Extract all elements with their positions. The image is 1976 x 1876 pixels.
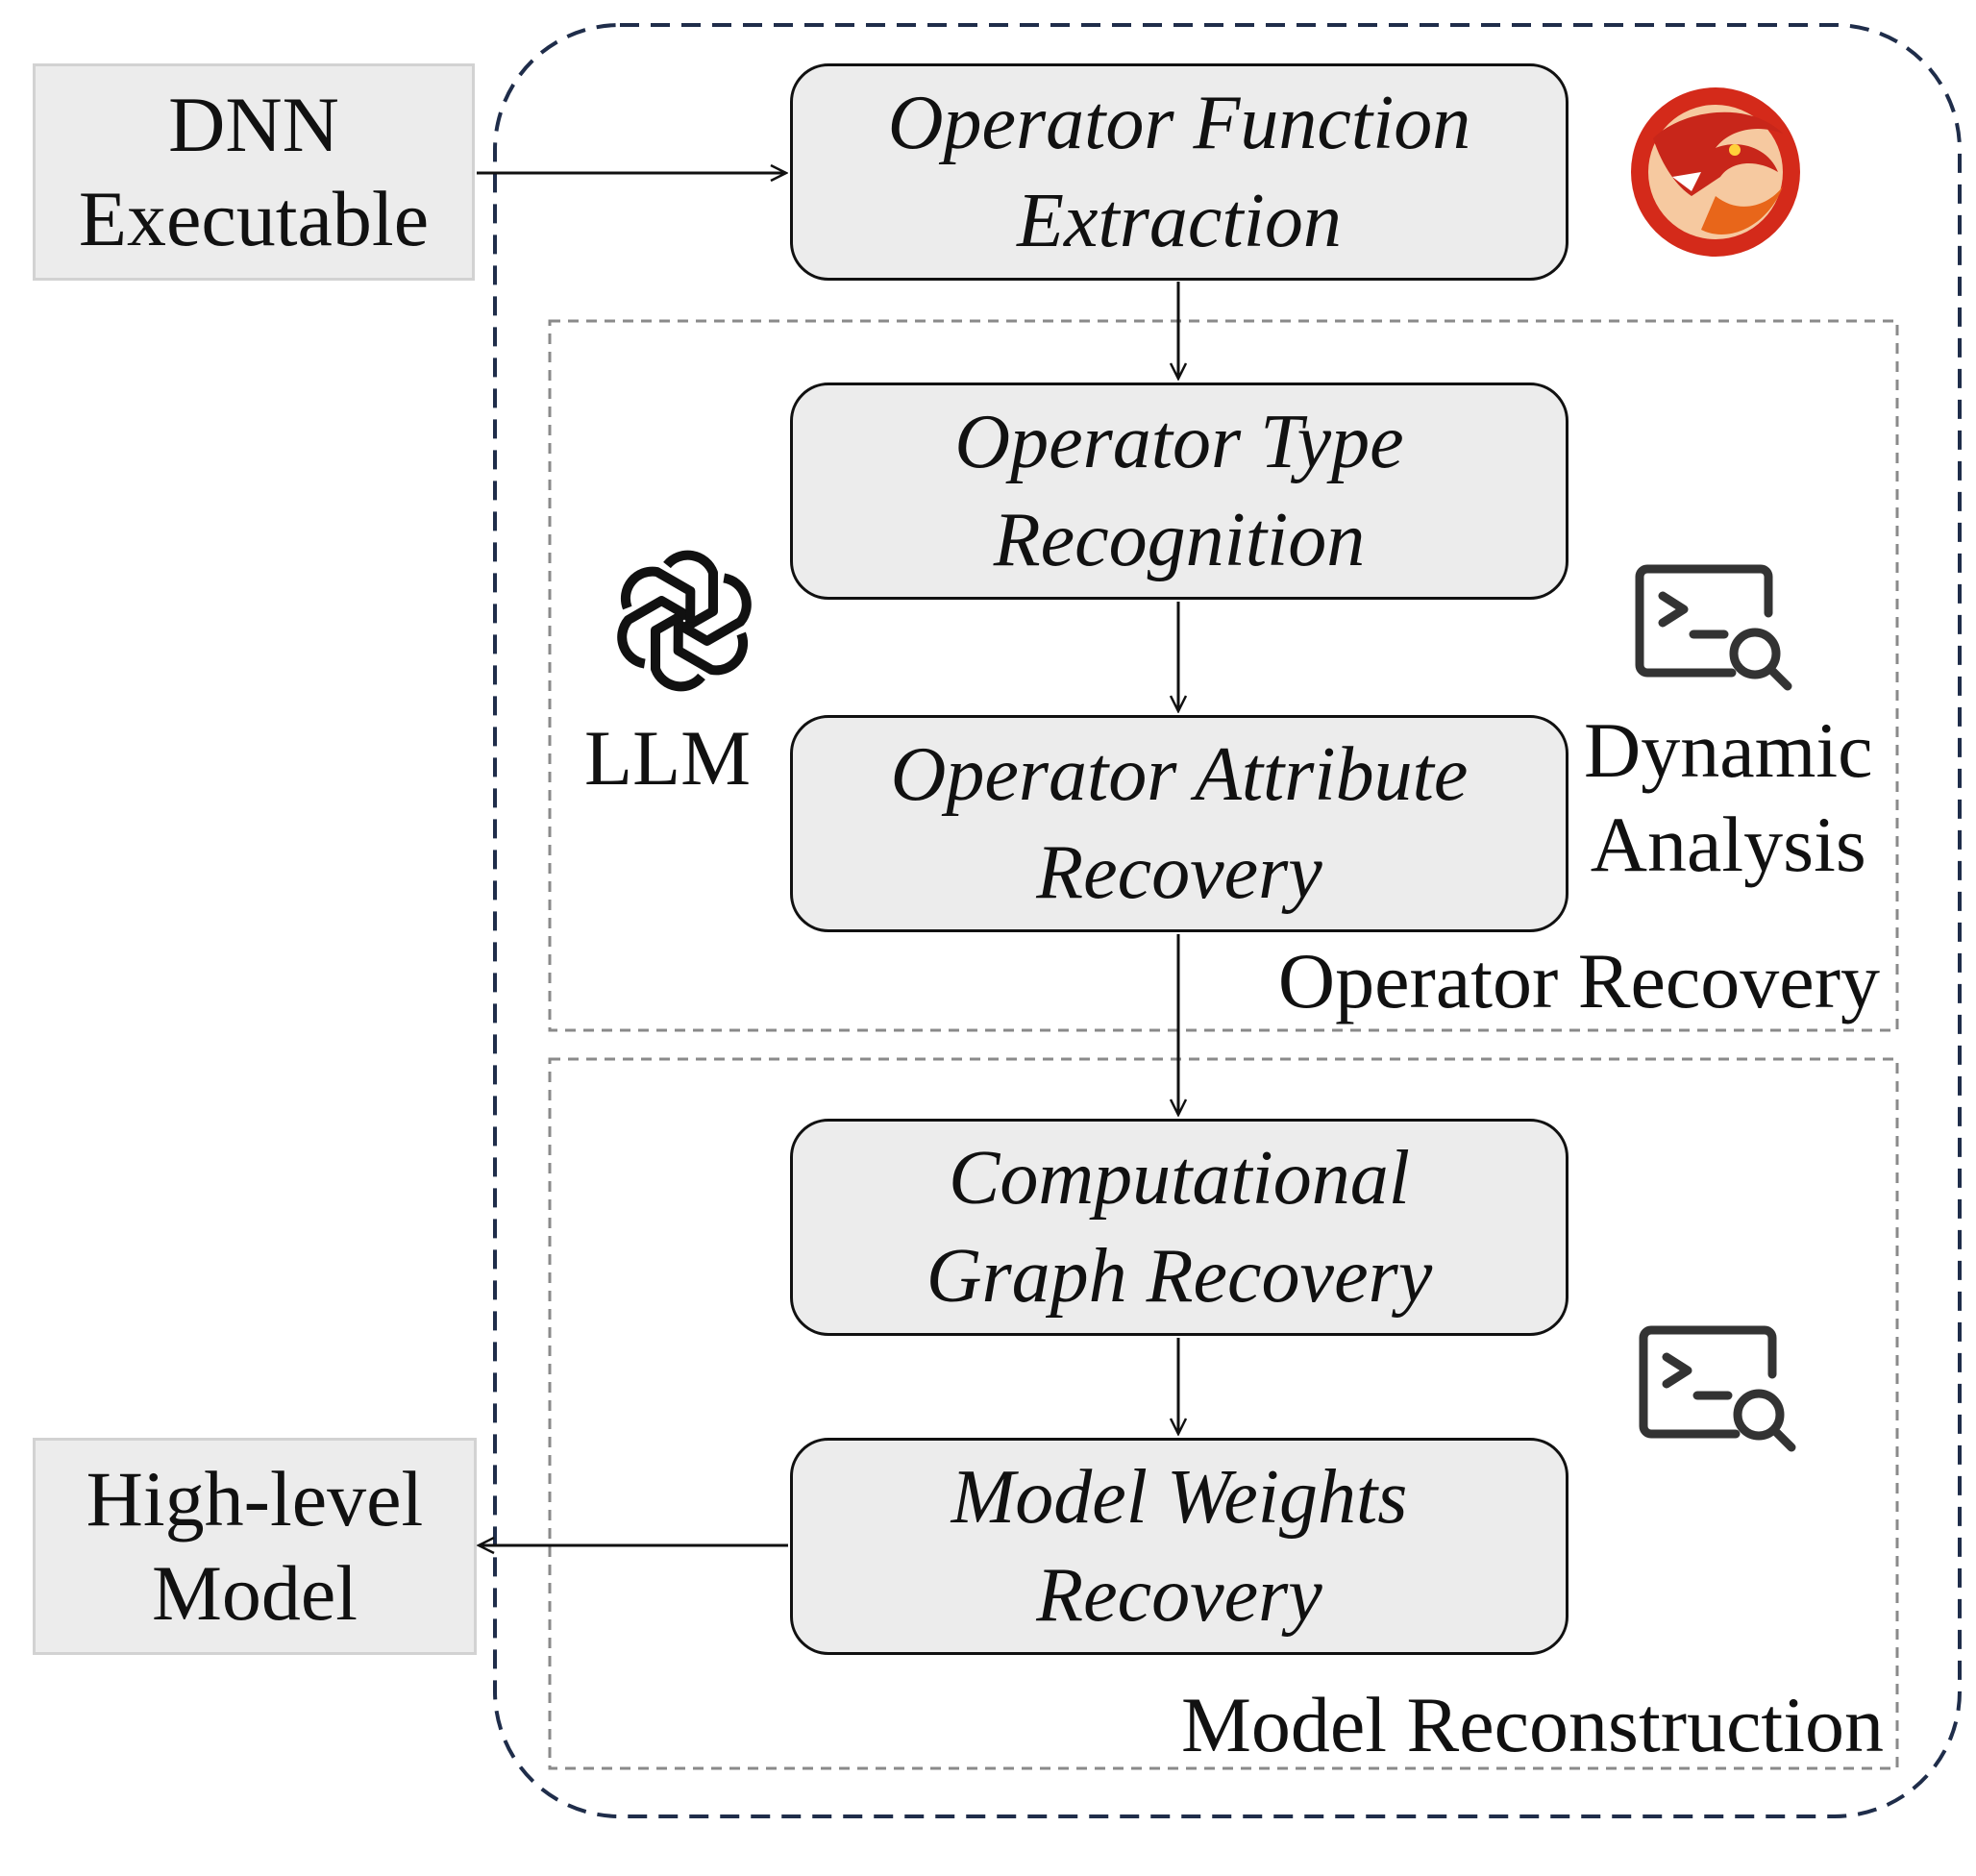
- step-label-line2: Recovery: [1036, 1553, 1322, 1638]
- dynamic-analysis-label: Dynamic Analysis: [1584, 704, 1873, 893]
- dragon-logo-icon: [1631, 87, 1800, 257]
- step-operator-type-recognition: Operator Type Recognition: [790, 383, 1568, 600]
- step-label-line1: Operator Attribute: [890, 731, 1469, 817]
- step-label-line2: Graph Recovery: [926, 1234, 1433, 1319]
- terminal-search-icon: [1635, 564, 1792, 691]
- step-operator-attribute-recovery: Operator Attribute Recovery: [790, 715, 1568, 932]
- high-level-model-line1: High-level: [86, 1454, 424, 1543]
- operator-recovery-group-frame: [548, 319, 1899, 1032]
- openai-knot-icon: [617, 550, 752, 692]
- llm-label: LLM: [584, 714, 752, 802]
- step-label-line2: Extraction: [1017, 179, 1342, 263]
- operator-recovery-group-label: Operator Recovery: [1277, 937, 1880, 1024]
- high-level-model-box: High-level Model: [33, 1438, 477, 1655]
- step-model-weights-recovery: Model Weights Recovery: [790, 1438, 1568, 1655]
- model-reconstruction-group-label: Model Reconstruction: [1180, 1681, 1884, 1768]
- dnn-executable-line1: DNN: [168, 80, 339, 168]
- terminal-search-icon: [1639, 1325, 1796, 1452]
- step-label-line1: Operator Function: [887, 80, 1471, 165]
- dnn-executable-box: DNN Executable: [33, 63, 475, 281]
- high-level-model-line2: Model: [151, 1549, 358, 1637]
- step-operator-function-extraction: Operator Function Extraction: [790, 63, 1568, 281]
- dynamic-analysis-line1: Dynamic: [1584, 706, 1873, 794]
- outer-pipeline-frame: [493, 23, 1962, 1818]
- step-label-line2: Recognition: [993, 498, 1366, 582]
- step-computational-graph-recovery: Computational Graph Recovery: [790, 1119, 1568, 1336]
- step-label-line1: Operator Type: [954, 399, 1404, 484]
- step-label-line2: Recovery: [1036, 830, 1322, 915]
- step-label-line1: Computational: [948, 1135, 1411, 1221]
- model-reconstruction-group-frame: [548, 1057, 1899, 1770]
- dynamic-analysis-line2: Analysis: [1590, 801, 1866, 889]
- step-label-line1: Model Weights: [951, 1454, 1408, 1540]
- dnn-executable-line2: Executable: [78, 175, 430, 262]
